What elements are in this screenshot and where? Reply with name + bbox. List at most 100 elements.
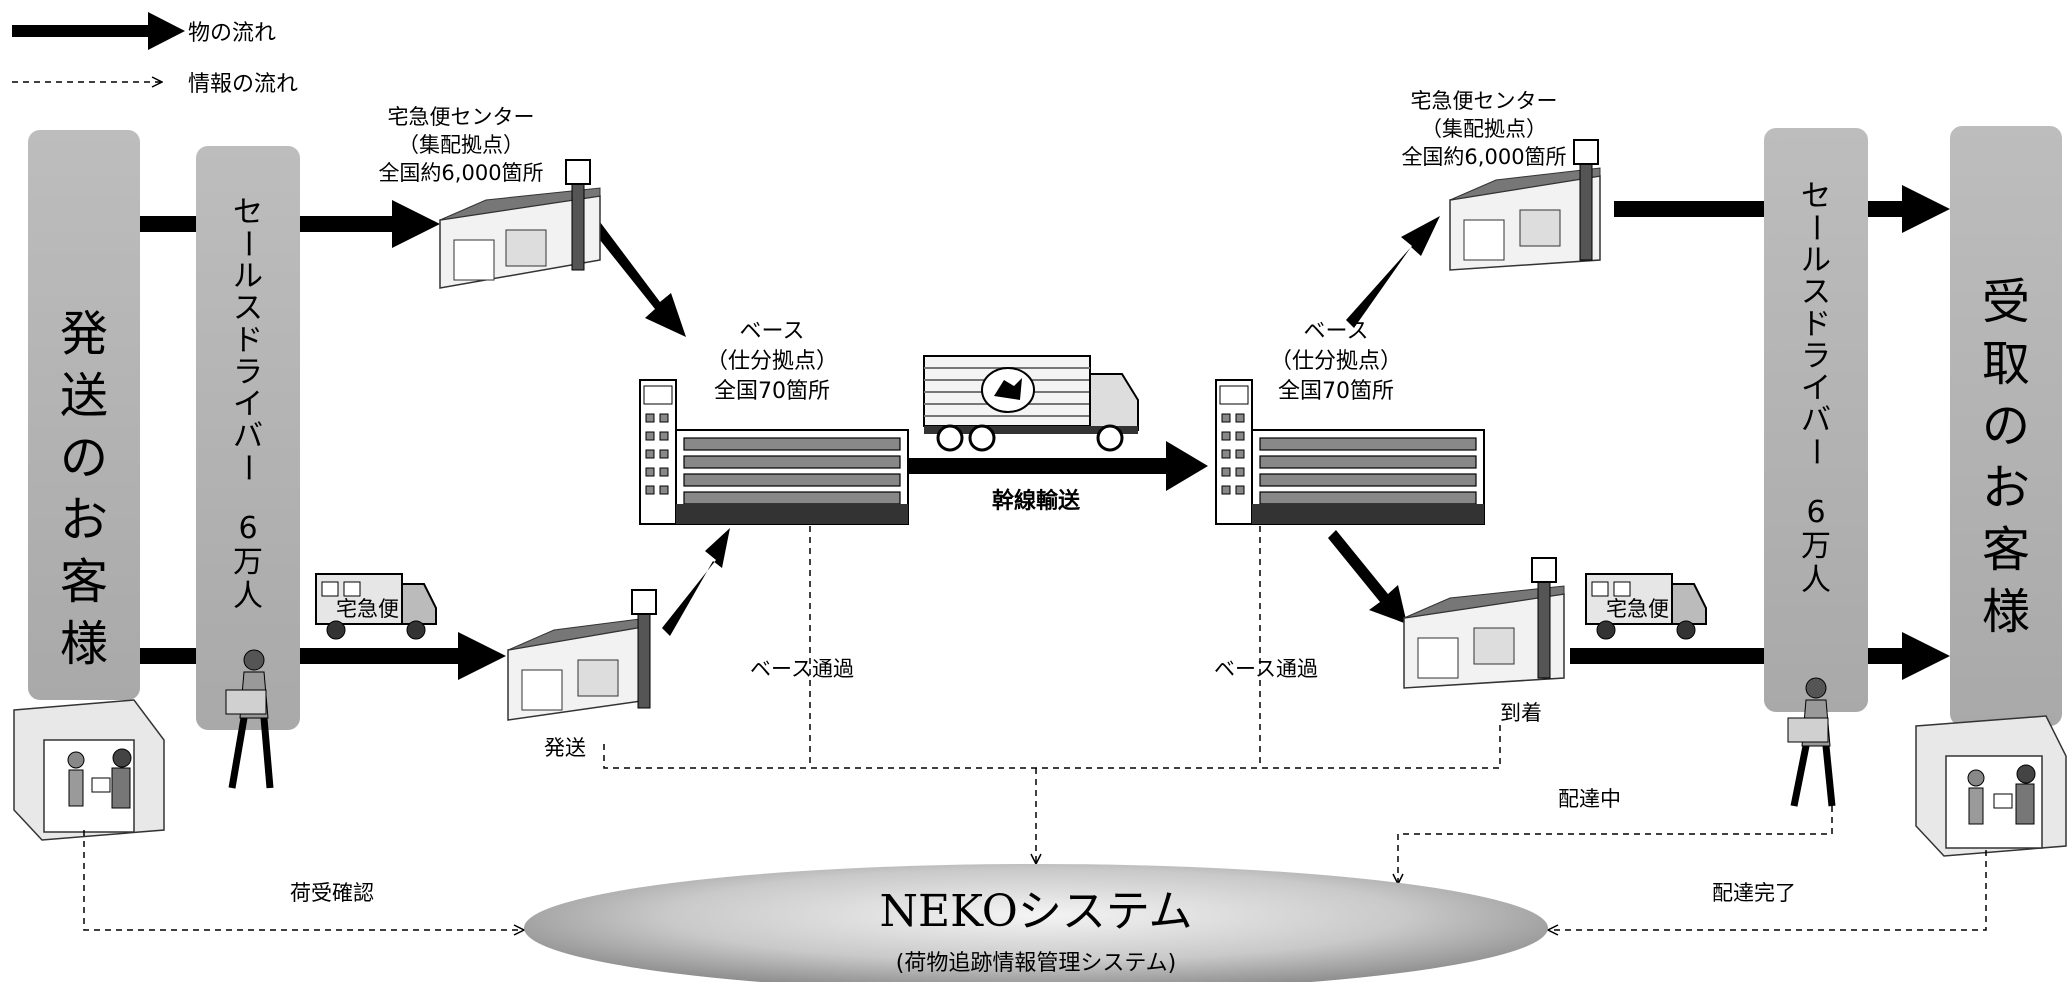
neko-system: NEKOシステム (荷物追跡情報管理システム)	[524, 864, 1548, 982]
info-flow-lines	[83, 526, 1987, 930]
center-left-line1: 宅急便センター	[388, 105, 535, 129]
driversRightText-label-char: イ	[1801, 371, 1831, 406]
driversLeftText-label-char: ド	[233, 323, 263, 358]
base-right-line2: （仕分拠点）	[1270, 349, 1402, 374]
receiver-label-char: 取	[1982, 336, 2030, 392]
driversLeftText-label-char: ル	[233, 259, 263, 294]
arrow-sender-to-center-bottom	[140, 632, 506, 680]
info-delivering-line	[1398, 806, 1833, 884]
center-right-line3: 全国約6,000箇所	[1401, 145, 1566, 169]
trunk-transport-label: 幹線輸送	[992, 488, 1080, 514]
driversLeftText-label-char: セ	[233, 195, 263, 230]
driversLeftText-count-char: 人	[233, 579, 263, 614]
sender-label-char: の	[60, 430, 108, 486]
event-delivering: 配達中	[1558, 787, 1621, 811]
goods-flow-legend-arrow	[12, 12, 185, 50]
center-left-line2: （集配拠点）	[398, 133, 524, 157]
base-building-right	[1215, 379, 1485, 525]
driversRightText-label-char: ー	[1798, 213, 1833, 243]
arrow-center-to-base-left	[592, 222, 686, 337]
arrow-center-to-receiver-bottom	[1570, 632, 1950, 680]
receiver-label-char: 客	[1982, 522, 2030, 578]
driversLeftText-label-char: バ	[233, 419, 263, 454]
receiver-label-char: 様	[1982, 584, 2030, 640]
info-pickup-confirm-line	[83, 830, 524, 930]
sender-label-char: お	[60, 492, 108, 548]
center-building-top-right	[1449, 139, 1601, 271]
driversRightText-count-char: 人	[1801, 563, 1831, 598]
sender-label-char: 様	[60, 616, 108, 672]
driversLeftText-label-char: ー	[230, 453, 265, 483]
system-name: NEKOシステム	[879, 886, 1192, 937]
driversLeftText-count-char: 6	[238, 511, 257, 546]
delivery-van-right: 宅急便	[1585, 573, 1707, 640]
receiver-handoff-illustration	[1915, 715, 2067, 857]
event-base-pass-right: ベース通過	[1214, 657, 1318, 681]
receiver-label-char: 受	[1982, 274, 2030, 330]
sender-label-char: 客	[60, 554, 108, 610]
legend-goods-flow-label: 物の流れ	[188, 21, 276, 46]
driversRightText-label-char: ー	[1798, 437, 1833, 467]
driversRightText-label-char: ド	[1801, 307, 1831, 342]
driversRightText-label-char: ス	[1801, 275, 1831, 310]
trunk-truck	[923, 355, 1139, 452]
delivery-van-left: 宅急便	[315, 573, 437, 640]
center-building-top-left	[439, 159, 601, 289]
arrow-center-bottom-to-base-left	[662, 528, 730, 636]
driversRightText-label-char: ル	[1801, 243, 1831, 278]
event-base-pass-left: ベース通過	[750, 657, 854, 681]
info-delivery-done-line	[1548, 850, 1987, 930]
driversLeftText-label-char: イ	[233, 387, 263, 422]
driversLeftText-label-char: ー	[230, 229, 265, 259]
driversLeftText-label-char: ラ	[233, 355, 263, 390]
driversLeftText-label-char: ス	[233, 291, 263, 326]
event-delivery-done: 配達完了	[1712, 881, 1796, 905]
event-labels: 発送 ベース通過 ベース通過 到着 配達中 荷受確認 配達完了	[290, 657, 1796, 905]
sender-label-char: 送	[60, 368, 108, 424]
event-dispatch: 発送	[544, 736, 586, 760]
system-subtitle: (荷物追跡情報管理システム)	[896, 951, 1177, 976]
center-label-left: 宅急便センター （集配拠点） 全国約6,000箇所	[378, 105, 543, 185]
legend-info-flow-label: 情報の流れ	[188, 72, 298, 97]
center-building-bottom-right	[1403, 557, 1565, 689]
base-right-line3: 全国70箇所	[1278, 379, 1394, 404]
driversRightText-label-char: セ	[1801, 179, 1831, 214]
van-left-text: 宅急便	[336, 597, 399, 621]
driversRightText-label-char: ラ	[1801, 339, 1831, 374]
driversRightText-count-char: 万	[1801, 529, 1831, 564]
arrow-base-right-to-center-bottom	[1328, 530, 1407, 624]
base-right-line1: ベース	[1304, 319, 1369, 344]
driversLeftText-count-char: 万	[233, 545, 263, 580]
arrow-trunk-transport	[876, 441, 1208, 491]
driver-figure-left	[225, 649, 274, 789]
receiver-label-char: お	[1982, 460, 2030, 516]
receiver-label-char: の	[1982, 398, 2030, 454]
base-building-left	[639, 379, 909, 525]
driver-figure-right	[1787, 677, 1836, 807]
center-label-right: 宅急便センター （集配拠点） 全国約6,000箇所	[1401, 89, 1566, 169]
base-label-left: ベース （仕分拠点） 全国70箇所	[706, 319, 838, 404]
center-right-line1: 宅急便センター	[1411, 89, 1558, 113]
base-left-line2: （仕分拠点）	[706, 349, 838, 374]
event-pickup-confirm: 荷受確認	[290, 881, 374, 905]
arrow-base-right-to-center-top	[1346, 216, 1440, 328]
base-label-right: ベース （仕分拠点） 全国70箇所	[1270, 319, 1402, 404]
driversRightText-label-char: バ	[1801, 403, 1831, 438]
base-left-line1: ベース	[740, 319, 805, 344]
sender-handoff-illustration	[13, 699, 165, 841]
legend: 物の流れ 情報の流れ	[12, 12, 298, 97]
driversRightText-count-char: 6	[1806, 495, 1825, 530]
center-left-line3: 全国約6,000箇所	[378, 161, 543, 185]
sender-label-char: 発	[60, 306, 108, 362]
center-building-bottom-left	[507, 589, 657, 721]
center-right-line2: （集配拠点）	[1421, 117, 1547, 141]
